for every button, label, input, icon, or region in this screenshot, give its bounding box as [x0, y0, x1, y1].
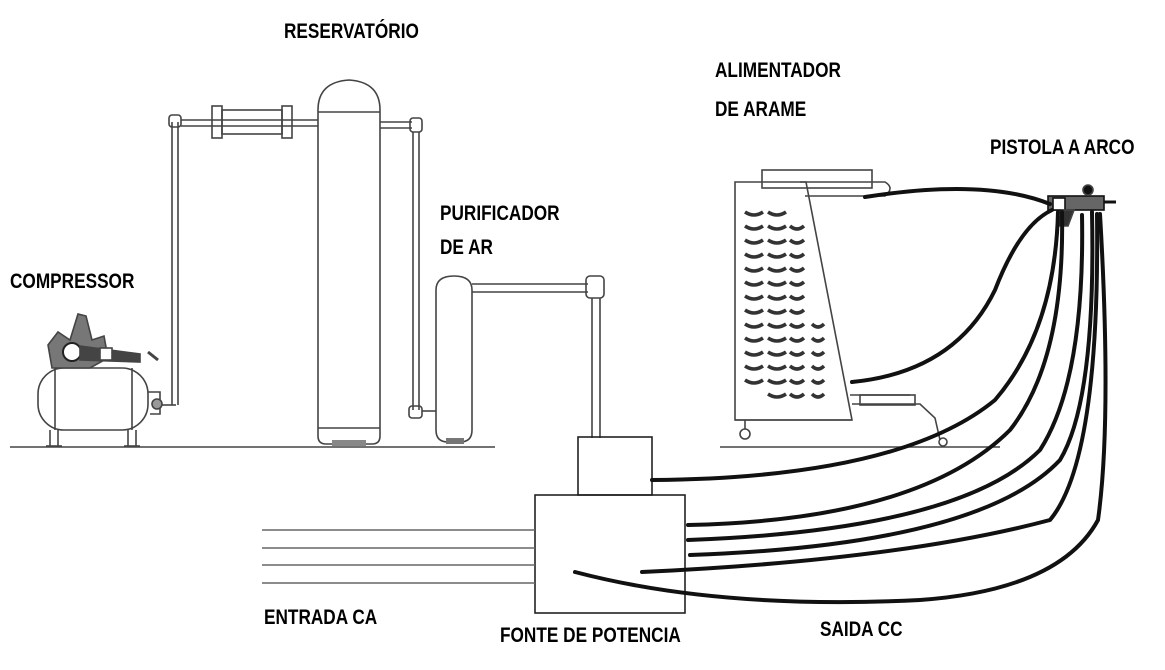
label-fonte: FONTE DE POTENCIA	[500, 624, 681, 647]
label-pistola: PISTOLA A ARCO	[990, 136, 1135, 159]
ac-input-lines	[262, 529, 535, 584]
compressor	[37, 313, 163, 447]
air-purifier	[435, 275, 605, 444]
label-entrada: ENTRADA CA	[264, 606, 378, 629]
power-source	[534, 436, 686, 614]
air-reservoir-tank	[317, 79, 381, 446]
wire-feeder	[734, 169, 948, 447]
cables	[573, 186, 1108, 605]
label-purificador-line1: PURIFICADOR	[440, 202, 560, 225]
label-compressor: COMPRESSOR	[10, 270, 135, 293]
air-pipe-2	[380, 117, 436, 419]
label-alimentador-line2: DE ARAME	[715, 98, 807, 121]
air-pipe-1	[162, 105, 318, 406]
label-purificador-line2: DE AR	[440, 236, 493, 259]
label-saida: SAIDA CC	[820, 618, 903, 641]
label-alimentador-line1: ALIMENTADOR	[715, 59, 841, 82]
label-reservatorio: RESERVATÓRIO	[284, 20, 419, 43]
